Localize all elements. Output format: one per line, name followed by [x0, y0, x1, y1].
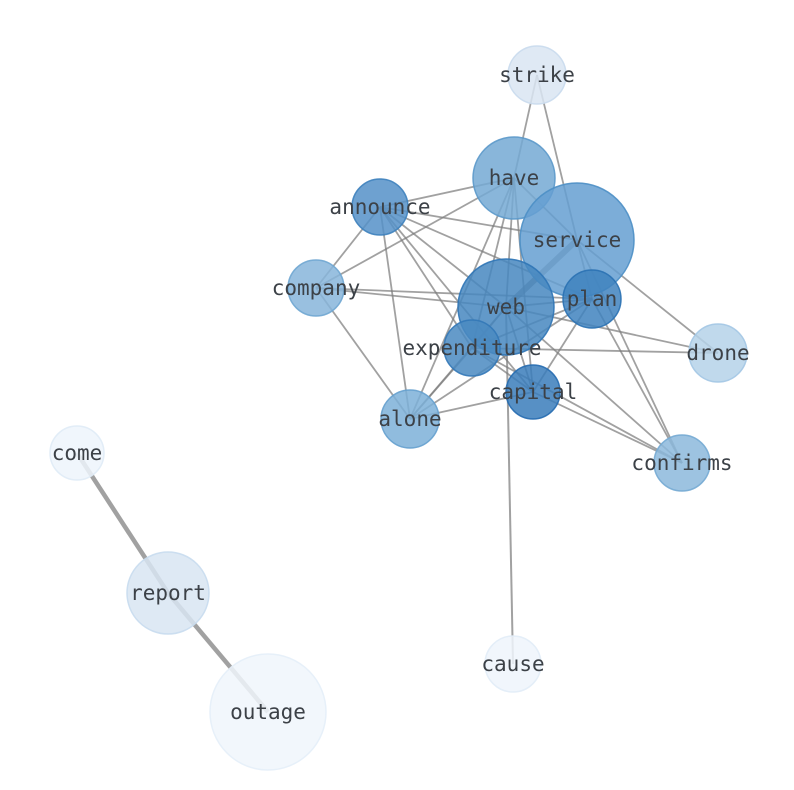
- node-label-plan: plan: [567, 287, 618, 311]
- node-label-confirms: confirms: [631, 451, 732, 475]
- node-label-capital: capital: [489, 380, 578, 404]
- node-plan: [562, 269, 622, 329]
- node-outage: [209, 653, 327, 771]
- node-label-outage: outage: [230, 700, 306, 724]
- node-report: [126, 551, 210, 635]
- node-expenditure: [443, 319, 501, 377]
- node-company: [287, 259, 345, 317]
- node-label-drone: drone: [686, 341, 749, 365]
- node-label-announce: announce: [329, 195, 430, 219]
- node-label-web: web: [487, 295, 525, 319]
- edge-plan-alone: [409, 298, 593, 420]
- node-label-have: have: [489, 166, 540, 190]
- node-label-service: service: [533, 228, 622, 252]
- edge-announce-alone: [379, 206, 411, 420]
- node-label-expenditure: expenditure: [402, 336, 541, 360]
- node-confirms: [653, 434, 711, 492]
- node-label-strike: strike: [499, 63, 575, 87]
- node-label-company: company: [272, 276, 361, 300]
- node-label-report: report: [130, 581, 206, 605]
- node-label-alone: alone: [378, 407, 441, 431]
- edge-web-cause: [505, 306, 514, 665]
- edge-expenditure-confirms: [471, 347, 683, 464]
- node-label-come: come: [52, 441, 103, 465]
- node-come: [49, 425, 105, 481]
- node-have: [472, 136, 556, 220]
- node-capital: [505, 364, 561, 420]
- node-drone: [688, 323, 748, 383]
- node-alone: [380, 389, 440, 449]
- node-cause: [484, 635, 542, 693]
- node-label-cause: cause: [481, 652, 544, 676]
- node-announce: [351, 178, 409, 236]
- node-strike: [507, 45, 567, 105]
- edge-plan-confirms: [591, 298, 683, 464]
